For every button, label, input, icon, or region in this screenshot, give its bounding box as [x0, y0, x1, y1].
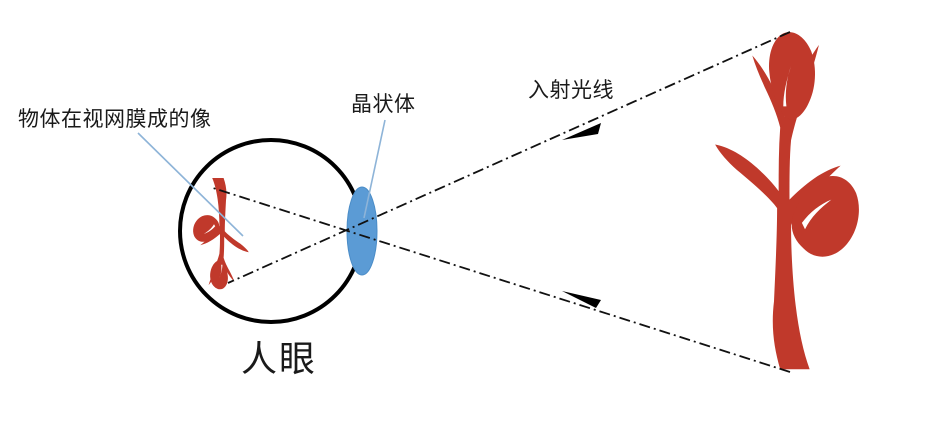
leader-line-lens [363, 119, 386, 219]
label-human-eye: 人眼 [241, 339, 318, 380]
crystalline-lens [346, 186, 378, 276]
ray-upper-line [227, 31, 791, 284]
ray-upper-arrowhead [562, 123, 601, 140]
label-lens: 晶状体 [351, 92, 416, 116]
ray-lower-line [212, 187, 791, 373]
ray-lower-arrowhead [562, 291, 601, 308]
label-retina-image: 物体在视网膜成的像 [18, 107, 212, 131]
leader-line-retina-image [137, 132, 244, 237]
object-tree-silhouette [715, 32, 859, 370]
label-incident-ray: 入射光线 [528, 78, 614, 102]
